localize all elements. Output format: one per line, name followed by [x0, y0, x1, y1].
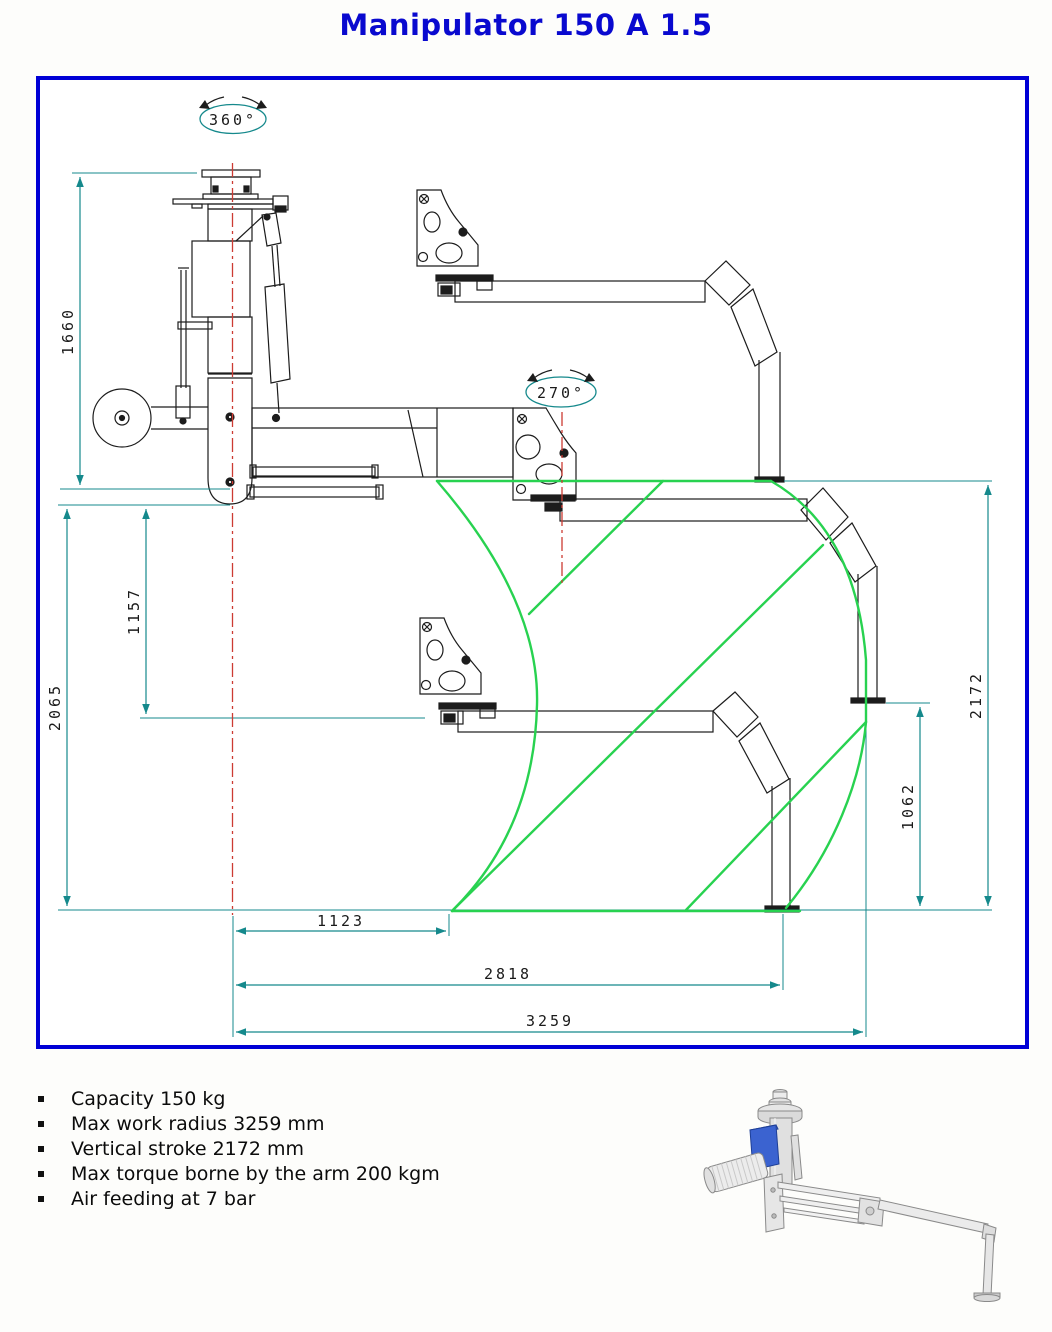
rotation-label-360: 360° — [199, 96, 267, 135]
arm-lowered-position — [419, 617, 800, 913]
arm-middle-position — [512, 407, 886, 704]
arm-raised-position — [416, 189, 785, 483]
rotation-360-text: 360° — [209, 111, 257, 129]
spec-item-vertical-stroke: Vertical stroke 2172 mm — [28, 1136, 440, 1161]
technical-drawing: 1660 2065 1157 2172 1062 1123 2818 3259 … — [46, 96, 992, 1037]
spec-item-air-feeding: Air feeding at 7 bar — [28, 1186, 440, 1211]
dim-label-2172: 2172 — [967, 671, 985, 719]
square-bullet-icon — [38, 1145, 44, 1152]
dim-label-3259: 3259 — [526, 1012, 574, 1030]
dim-label-1157: 1157 — [125, 587, 143, 635]
spec-item-max-torque: Max torque borne by the arm 200 kgm — [28, 1161, 440, 1186]
dim-label-1660: 1660 — [59, 307, 77, 355]
dim-label-1062: 1062 — [899, 782, 917, 830]
manipulator-column — [92, 169, 514, 505]
rotation-label-270: 270° — [525, 369, 597, 408]
square-bullet-icon — [38, 1170, 44, 1177]
spec-list: Capacity 150 kg Max work radius 3259 mm … — [28, 1086, 440, 1211]
spec-item-work-radius: Max work radius 3259 mm — [28, 1111, 440, 1136]
rotation-270-text: 270° — [537, 384, 585, 402]
square-bullet-icon — [38, 1095, 44, 1102]
technical-drawing-frame: 1660 2065 1157 2172 1062 1123 2818 3259 … — [36, 76, 1029, 1049]
page-title: Manipulator 150 A 1.5 — [339, 8, 713, 42]
dimension-lines — [58, 172, 992, 1037]
dim-label-2818: 2818 — [484, 965, 532, 983]
square-bullet-icon — [38, 1120, 44, 1127]
spec-item-capacity: Capacity 150 kg — [28, 1086, 440, 1111]
dim-label-1123: 1123 — [317, 912, 365, 930]
work-envelope — [435, 479, 868, 913]
dim-label-2065: 2065 — [46, 683, 64, 731]
centerlines — [231, 163, 563, 915]
manipulator-3d-render — [703, 1089, 1001, 1302]
square-bullet-icon — [38, 1195, 44, 1202]
